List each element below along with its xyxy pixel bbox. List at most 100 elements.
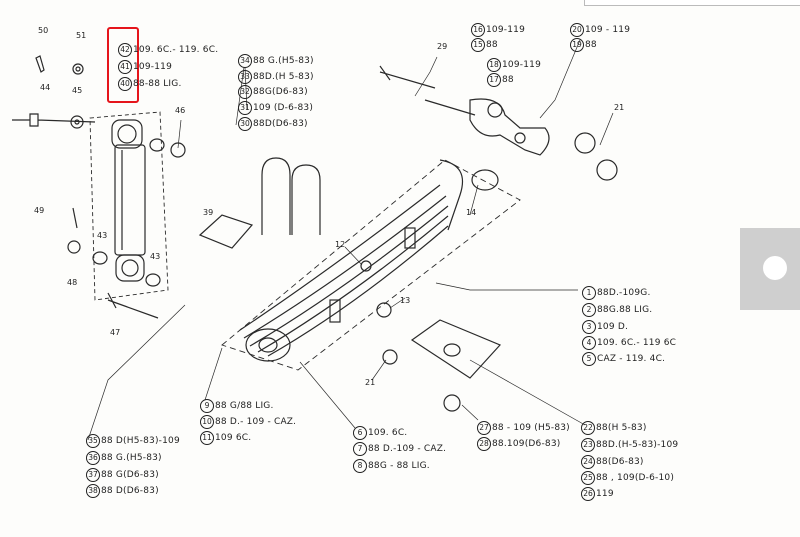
legend-item-42: 42 109. 6C.- 119. 6C.	[118, 42, 218, 57]
legend-text: 109 D.	[597, 321, 629, 332]
callout-circle: 4	[582, 335, 596, 350]
legend-item-32: 32 88G(D6-83)	[238, 84, 308, 99]
callout-circle: 5	[582, 351, 596, 366]
legend-text: 109-119	[133, 61, 173, 72]
part-number-39: 39	[203, 208, 214, 217]
legend-item-1: 1 88D.-109G.	[582, 285, 651, 300]
legend-item-3: 3 109 D.	[582, 319, 629, 334]
callout-circle: 27	[477, 420, 491, 435]
callout-circle: 11	[200, 430, 214, 445]
part-number-49: 49	[34, 206, 45, 215]
part-number-13: 13	[400, 296, 411, 305]
callout-circle: 24	[581, 454, 595, 469]
part-number-21a: 21	[614, 103, 625, 112]
window-corner	[584, 0, 800, 6]
legend-text: 88	[585, 39, 597, 50]
callout-circle: 18	[487, 57, 501, 72]
callout-circle: 25	[581, 470, 595, 485]
part-number-50: 50	[38, 26, 49, 35]
callout-circle: 1	[582, 285, 596, 300]
legend-text: 88 - 109 (H5-83)	[492, 422, 570, 433]
legend-item-26: 26 119	[581, 486, 614, 501]
legend-text: 88 D(D6-83)	[101, 485, 159, 496]
legend-text: 88D.(H 5-83)	[253, 71, 314, 82]
legend-item-2: 2 88G.88 LIG.	[582, 302, 653, 317]
legend-item-34: 34 88 G.(H5-83)	[238, 53, 314, 68]
part-number-43a: 43	[97, 231, 108, 240]
legend-item-24: 24 88(D6-83)	[581, 454, 644, 469]
legend-item-22: 22 88(H 5-83)	[581, 420, 647, 435]
legend-item-5: 5 CAZ - 119. 4C.	[582, 351, 666, 366]
legend-item-8: 8 88G - 88 LIG.	[353, 458, 430, 473]
callout-circle: 36	[86, 450, 100, 465]
callout-circle: 10	[200, 414, 214, 429]
legend-item-36: 36 88 G.(H5-83)	[86, 450, 162, 465]
legend-text: 88G(D6-83)	[253, 86, 308, 97]
callout-circle: 16	[471, 22, 485, 37]
legend-item-25: 25 88 , 109(D-6-10)	[581, 470, 674, 485]
legend-text: 88G.88 LIG.	[597, 304, 653, 315]
legend-text: 88D(D6-83)	[253, 118, 308, 129]
legend-item-18: 18 109-119	[487, 57, 541, 72]
part-number-44: 44	[40, 83, 51, 92]
legend-text: 109. 6C.	[368, 427, 408, 438]
part-number-12: 12	[335, 240, 346, 249]
callout-circle: 38	[86, 483, 100, 498]
shock-group-outline	[89, 111, 169, 301]
callout-circle: 30	[238, 116, 252, 131]
callout-circle: 2	[582, 302, 596, 317]
legend-item-33: 33 88D.(H 5-83)	[238, 69, 314, 84]
legend-text: 109-119	[486, 24, 526, 35]
legend-item-37: 37 88 G(D6-83)	[86, 467, 159, 482]
part-number-51: 51	[76, 31, 87, 40]
legend-text: 109 - 119	[585, 24, 631, 35]
part-number-14: 14	[466, 208, 477, 217]
callout-circle: 42	[118, 42, 132, 57]
legend-item-31: 31 109 (D-6-83)	[238, 100, 313, 115]
legend-text: 88 D.- 109 - CAZ.	[215, 416, 297, 427]
callout-circle: 23	[581, 437, 595, 452]
callout-circle: 28	[477, 436, 491, 451]
legend-item-11: 11 109 6C.	[200, 430, 252, 445]
legend-text: 88	[502, 74, 514, 85]
legend-text: 88(D6-83)	[596, 456, 644, 467]
legend-item-27: 27 88 - 109 (H5-83)	[477, 420, 570, 435]
legend-item-38: 38 88 D(D6-83)	[86, 483, 159, 498]
shock-absorber-drawing	[92, 119, 165, 287]
legend-text: 88 D(H5-83)-109	[101, 435, 180, 446]
callout-circle: 34	[238, 53, 252, 68]
legend-item-30: 30 88D(D6-83)	[238, 116, 308, 131]
part-number-29: 29	[437, 42, 448, 51]
legend-item-41: 41 109-119	[118, 59, 173, 74]
callout-circle: 15	[471, 37, 485, 52]
legend-item-6: 6 109. 6C.	[353, 425, 408, 440]
callout-circle: 32	[238, 84, 252, 99]
legend-text: 88.109(D6-83)	[492, 438, 561, 449]
legend-item-20: 20 109 - 119	[570, 22, 631, 37]
part-number-46: 46	[175, 106, 186, 115]
callout-circle: 8	[353, 458, 367, 473]
leaf-spring-drawing	[239, 159, 464, 362]
legend-text: 88 G/88 LIG.	[215, 400, 274, 411]
legend-item-16: 16 109-119	[471, 22, 526, 37]
legend-text: 88D.-109G.	[597, 287, 651, 298]
legend-text: 88	[486, 39, 498, 50]
callout-circle: 26	[581, 486, 595, 501]
legend-item-15: 15 88	[471, 37, 498, 52]
legend-text: 88 G.(H5-83)	[101, 452, 162, 463]
callout-circle: 19	[570, 37, 584, 52]
callout-circle: 9	[200, 398, 214, 413]
legend-item-7: 7 88 D.-109 - CAZ.	[353, 441, 447, 456]
red-highlight-box	[107, 27, 139, 103]
legend-text: 88 G(D6-83)	[101, 469, 159, 480]
legend-text: CAZ - 119. 4C.	[597, 353, 666, 364]
legend-item-17: 17 88	[487, 72, 514, 87]
callout-circle: 37	[86, 467, 100, 482]
callout-circle: 31	[238, 100, 252, 115]
callout-circle: 22	[581, 420, 595, 435]
legend-text: 109. 6C.- 119 6C	[597, 337, 677, 348]
legend-text: 88 D.-109 - CAZ.	[368, 443, 447, 454]
legend-text: 109 6C.	[215, 432, 252, 443]
callout-circle: 6	[353, 425, 367, 440]
